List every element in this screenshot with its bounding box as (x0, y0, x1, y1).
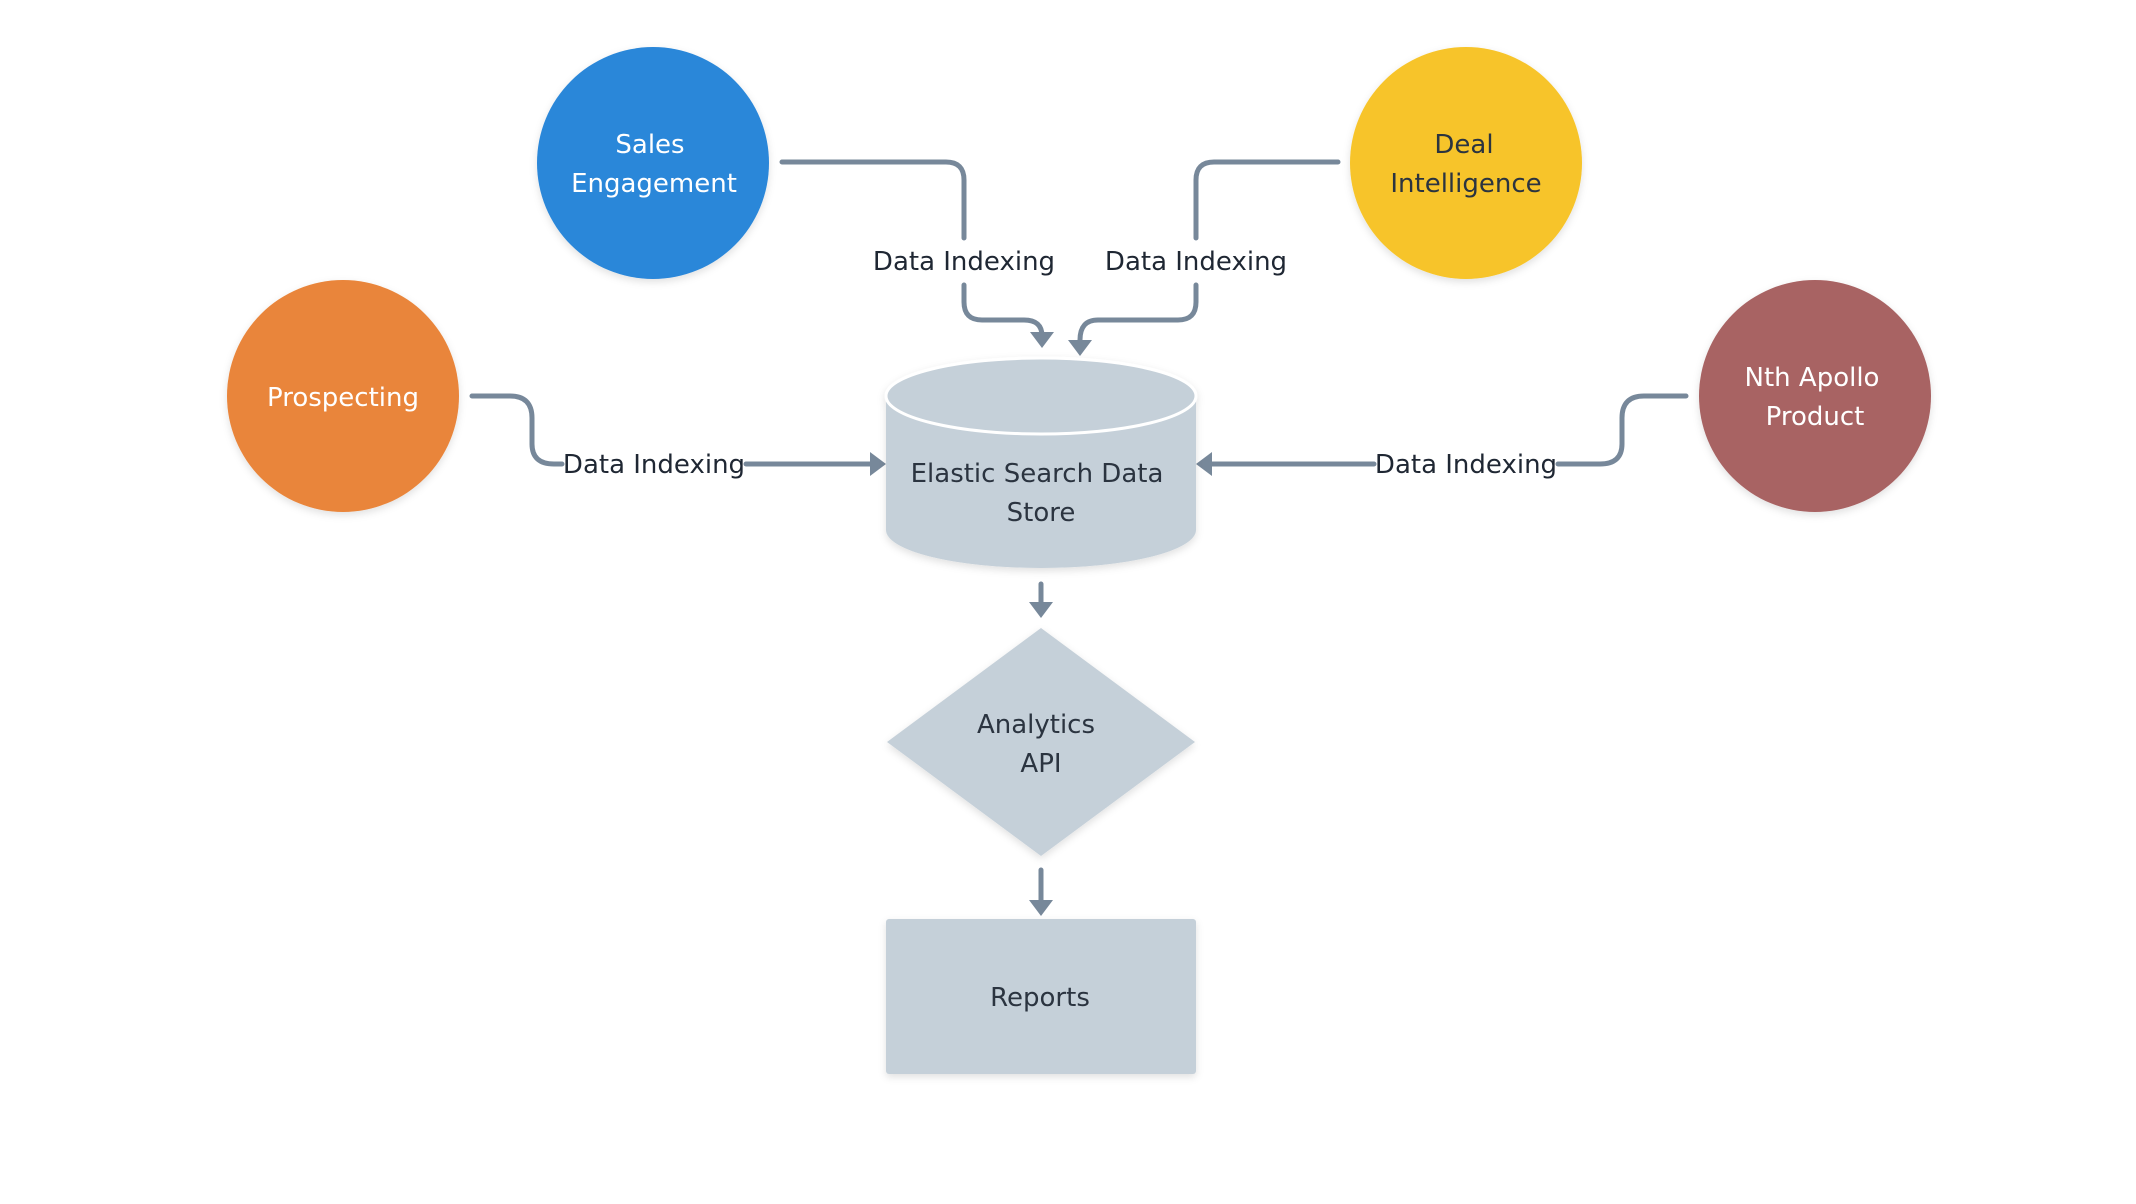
node-elastic-search-data-store (884, 356, 1198, 568)
edge-label-prospecting: Data Indexing (563, 450, 745, 480)
arrowhead-icon (1030, 332, 1054, 348)
node-analytics-api-shape (887, 628, 1195, 856)
node-reports-shape (886, 919, 1196, 1074)
edge-sales-to-store: Data Indexing (779, 159, 1055, 348)
node-deal-intelligence-shape (1350, 47, 1582, 279)
edge-nth-to-store: Data Indexing (1196, 393, 1689, 480)
edge-store-to-api (1029, 581, 1053, 618)
edge-label-sales: Data Indexing (873, 247, 1055, 277)
node-nth-apollo-product-line1: Nth Apollo (1745, 363, 1880, 393)
arrowhead-icon (1196, 452, 1212, 476)
arrowhead-icon (1029, 900, 1053, 916)
node-sales-engagement-shape (537, 47, 769, 279)
arrowhead-icon (1029, 602, 1053, 618)
arrowhead-icon (1068, 340, 1092, 356)
node-nth-apollo-product: Nth Apollo Product (1699, 280, 1931, 512)
node-analytics-api: Analytics API (887, 628, 1195, 856)
node-store-top (884, 356, 1198, 436)
edge-label-deal: Data Indexing (1105, 247, 1287, 277)
node-deal-intelligence-line1: Deal (1434, 130, 1493, 160)
node-reports: Reports (886, 919, 1196, 1074)
edge-deal-to-store: Data Indexing (1068, 159, 1341, 356)
node-store-line1: Elastic Search Data (911, 459, 1164, 489)
node-analytics-api-line1: Analytics (977, 710, 1095, 740)
node-reports-line1: Reports (990, 983, 1090, 1013)
edge-label-nth: Data Indexing (1375, 450, 1557, 480)
node-deal-intelligence-line2: Intelligence (1390, 169, 1541, 199)
arrowhead-icon (870, 452, 886, 476)
node-nth-apollo-product-shape (1699, 280, 1931, 512)
node-store-line2: Store (1007, 498, 1076, 528)
node-analytics-api-line2: API (1020, 749, 1061, 779)
edge-api-to-reports (1029, 867, 1053, 916)
node-sales-engagement-line2: Engagement (571, 169, 737, 199)
node-prospecting-shape (227, 280, 459, 512)
node-prospecting-line1: Prospecting (267, 383, 419, 413)
edge-prospecting-to-store: Data Indexing (469, 393, 886, 480)
node-prospecting: Prospecting (227, 280, 459, 512)
node-sales-engagement-line1: Sales (615, 130, 684, 160)
node-nth-apollo-product-line2: Product (1766, 402, 1865, 432)
node-deal-intelligence: Deal Intelligence (1350, 47, 1582, 279)
node-sales-engagement: Sales Engagement (537, 47, 769, 279)
